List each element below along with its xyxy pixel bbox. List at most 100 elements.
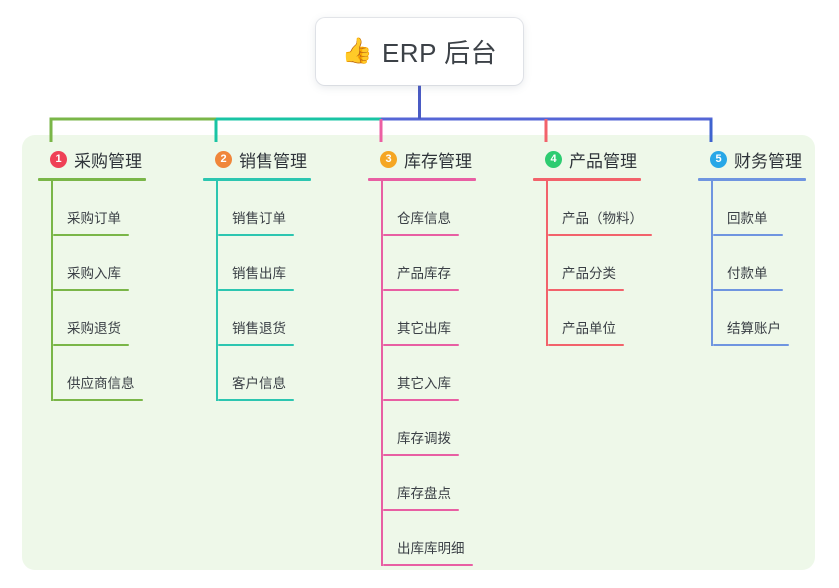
sub-item[interactable]: 产品库存 (381, 236, 476, 291)
sub-item-label: 结算账户 (727, 321, 781, 336)
column-spine (381, 181, 383, 566)
sub-item-underline (53, 344, 129, 346)
sub-item-label: 产品（物料） (562, 211, 643, 226)
sub-item[interactable]: 结算账户 (711, 291, 806, 346)
column-underline (368, 178, 476, 181)
column-3: 3 库存管理仓库信息产品库存其它出库其它入库库存调拨库存盘点出库库明细 (368, 146, 476, 566)
sub-item[interactable]: 销售退货 (216, 291, 311, 346)
column-title: 财务管理 (734, 151, 802, 171)
sub-item-label: 客户信息 (232, 376, 286, 391)
column-underline (203, 178, 311, 181)
column-badge-icon: 4 (545, 150, 562, 168)
sub-item-underline (548, 344, 624, 346)
sub-item-underline (383, 454, 459, 456)
column-2: 2 销售管理销售订单销售出库销售退货客户信息 (203, 146, 311, 401)
column-badge-icon: 1 (50, 150, 67, 168)
sub-item[interactable]: 回款单 (711, 181, 806, 236)
column-1: 1 采购管理采购订单采购入库采购退货供应商信息 (38, 146, 146, 401)
sub-item-label: 仓库信息 (397, 211, 451, 226)
column-badge-icon: 5 (710, 150, 727, 168)
column-header-4[interactable]: 4 产品管理 (533, 146, 641, 172)
column-header-5[interactable]: 5 财务管理 (698, 146, 806, 172)
sub-item-label: 产品库存 (397, 266, 451, 281)
sub-item-underline (218, 399, 294, 401)
column-badge-icon: 2 (215, 150, 232, 168)
root-node-label: ERP 后台 (381, 38, 498, 68)
sub-item-label: 采购退货 (67, 321, 121, 336)
sub-item-label: 产品分类 (562, 266, 616, 281)
sub-item[interactable]: 产品分类 (546, 236, 641, 291)
column-spine (216, 181, 218, 401)
column-items-5: 回款单付款单结算账户 (698, 181, 806, 346)
sub-item-label: 其它出库 (397, 321, 451, 336)
sub-item[interactable]: 销售出库 (216, 236, 311, 291)
sub-item[interactable]: 其它出库 (381, 291, 476, 346)
sub-item-label: 销售出库 (232, 266, 286, 281)
root-node[interactable]: 👍 ERP 后台 (316, 18, 523, 85)
sub-item-underline (713, 289, 783, 291)
column-items-1: 采购订单采购入库采购退货供应商信息 (38, 181, 146, 401)
diagram-background-panel (22, 135, 815, 570)
sub-item-underline (53, 234, 129, 236)
sub-item-label: 供应商信息 (67, 376, 135, 391)
sub-item[interactable]: 仓库信息 (381, 181, 476, 236)
sub-item[interactable]: 客户信息 (216, 346, 311, 401)
sub-item-underline (218, 344, 294, 346)
sub-item[interactable]: 销售订单 (216, 181, 311, 236)
column-header-3[interactable]: 3 库存管理 (368, 146, 476, 172)
sub-item[interactable]: 库存盘点 (381, 456, 476, 511)
sub-item[interactable]: 产品单位 (546, 291, 641, 346)
sub-item-underline (383, 289, 459, 291)
sub-item-underline (383, 509, 459, 511)
sub-item[interactable]: 采购入库 (51, 236, 146, 291)
sub-item[interactable]: 供应商信息 (51, 346, 146, 401)
column-title: 库存管理 (404, 151, 472, 171)
column-underline (38, 178, 146, 181)
sub-item-underline (53, 399, 143, 401)
column-title: 产品管理 (569, 151, 637, 171)
sub-item-underline (53, 289, 129, 291)
thumbs-up-icon: 👍 (341, 37, 373, 65)
column-title: 销售管理 (239, 151, 307, 171)
sub-item-underline (383, 399, 459, 401)
sub-item[interactable]: 采购订单 (51, 181, 146, 236)
sub-item-label: 库存盘点 (397, 486, 451, 501)
sub-item[interactable]: 其它入库 (381, 346, 476, 401)
column-title: 采购管理 (74, 151, 142, 171)
sub-item-label: 付款单 (727, 266, 768, 281)
sub-item-underline (548, 234, 652, 236)
sub-item-label: 其它入库 (397, 376, 451, 391)
sub-item[interactable]: 库存调拨 (381, 401, 476, 456)
sub-item-underline (713, 344, 789, 346)
sub-item-label: 销售退货 (232, 321, 286, 336)
column-header-1[interactable]: 1 采购管理 (38, 146, 146, 172)
column-items-4: 产品（物料） 产品分类产品单位 (533, 181, 652, 346)
sub-item[interactable]: 产品（物料） (546, 181, 652, 236)
sub-item[interactable]: 出库库明细 (381, 511, 476, 566)
column-spine (546, 181, 548, 346)
sub-item-underline (383, 344, 459, 346)
sub-item-underline (713, 234, 783, 236)
sub-item[interactable]: 付款单 (711, 236, 806, 291)
column-4: 4 产品管理产品（物料） 产品分类产品单位 (533, 146, 652, 346)
sub-item-underline (383, 234, 459, 236)
column-underline (533, 178, 641, 181)
column-badge-icon: 3 (380, 150, 397, 168)
column-5: 5 财务管理回款单付款单结算账户 (698, 146, 806, 346)
column-items-2: 销售订单销售出库销售退货客户信息 (203, 181, 311, 401)
sub-item-label: 库存调拨 (397, 431, 451, 446)
sub-item-underline (548, 289, 624, 291)
sub-item-label: 采购入库 (67, 266, 121, 281)
column-spine (51, 181, 53, 401)
sub-item-underline (218, 234, 294, 236)
sub-item-label: 出库库明细 (397, 541, 465, 556)
sub-item-underline (383, 564, 473, 566)
sub-item-label: 销售订单 (232, 211, 286, 226)
sub-item-label: 采购订单 (67, 211, 121, 226)
sub-item-underline (218, 289, 294, 291)
sub-item[interactable]: 采购退货 (51, 291, 146, 346)
column-underline (698, 178, 806, 181)
column-items-3: 仓库信息产品库存其它出库其它入库库存调拨库存盘点出库库明细 (368, 181, 476, 566)
column-header-2[interactable]: 2 销售管理 (203, 146, 311, 172)
